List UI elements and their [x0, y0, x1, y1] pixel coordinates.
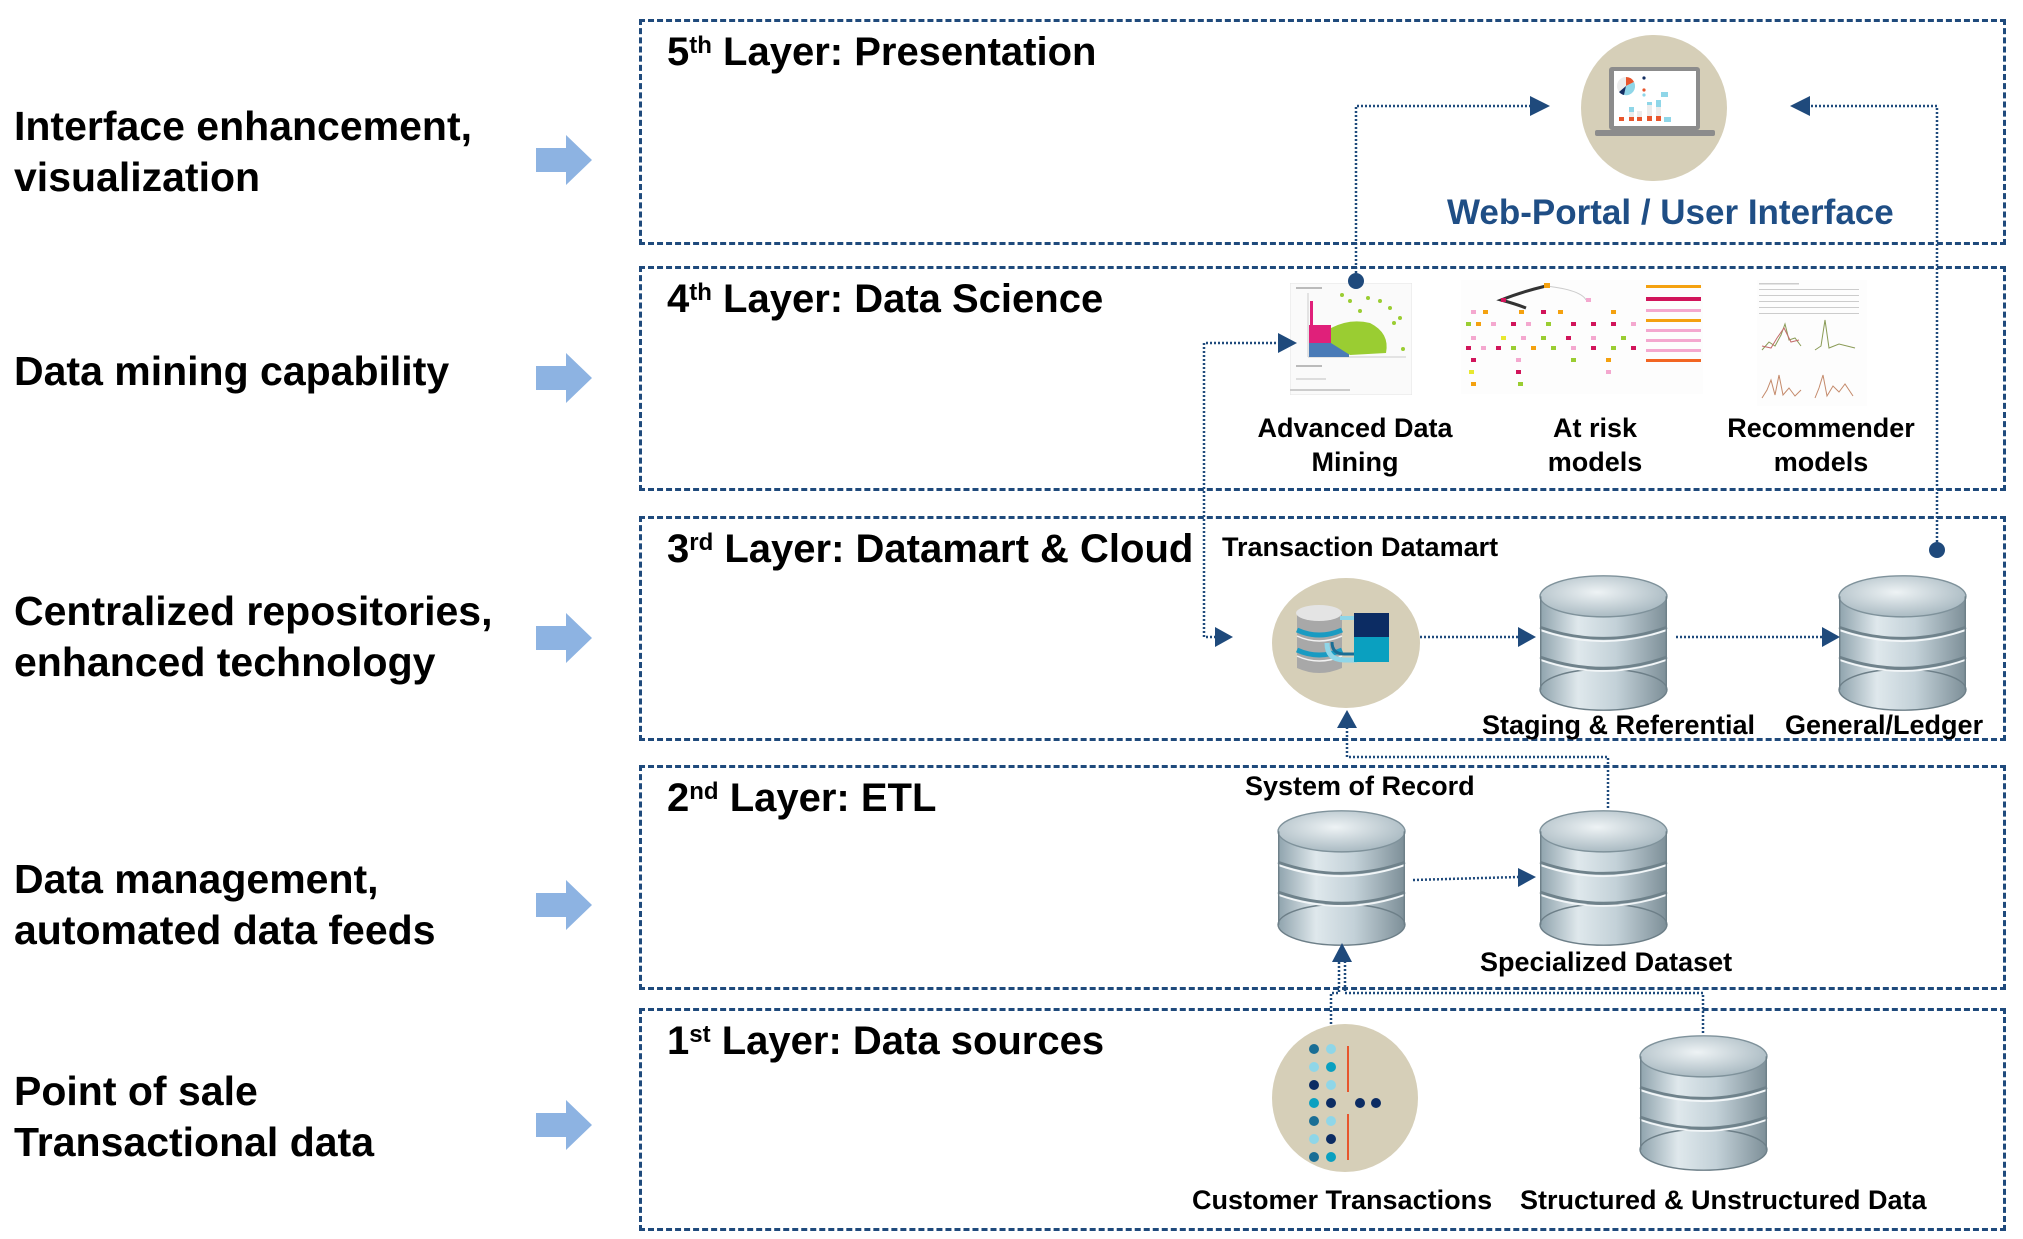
customer-transactions-icon	[1272, 1024, 1418, 1172]
web-portal-label: Web-Portal / User Interface	[1447, 193, 1894, 232]
label-line: Mining	[1311, 447, 1399, 477]
staging-referential-database-icon	[1532, 573, 1675, 713]
label-point-of-sale: Point of sale Transactional data	[14, 1066, 374, 1168]
label-data-mining: Data mining capability	[14, 346, 449, 397]
label-line: Centralized repositories,	[14, 588, 493, 634]
label-line: At risk	[1552, 413, 1638, 443]
staging-referential-label: Staging & Referential	[1482, 710, 1756, 740]
label-interface-enhancement: Interface enhancement, visualization	[14, 101, 472, 203]
layer-3-datamart-cloud: 3rd Layer: Datamart & Cloud	[639, 516, 2006, 741]
at-risk-models-label: At risk models	[1500, 411, 1690, 479]
label-line: Transactional data	[14, 1119, 375, 1165]
system-of-record-database-icon	[1270, 808, 1413, 948]
label-line: Data management,	[14, 856, 379, 902]
label-centralized-repositories: Centralized repositories, enhanced techn…	[14, 586, 492, 688]
label-line: Recommender	[1727, 413, 1915, 443]
customer-transactions-label: Customer Transactions	[1192, 1185, 1493, 1215]
structured-unstructured-database-icon	[1632, 1033, 1775, 1173]
laptop-dashboard-icon	[1581, 35, 1727, 181]
general-ledger-database-icon	[1831, 573, 1974, 713]
layer-title: 3rd Layer: Datamart & Cloud	[667, 527, 1194, 571]
layer-title: 1st Layer: Data sources	[667, 1019, 1105, 1063]
layer-title: 4th Layer: Data Science	[667, 277, 1104, 321]
right-arrow-icon	[536, 1100, 592, 1150]
label-line: Data mining capability	[14, 348, 450, 394]
specialized-dataset-database-icon	[1532, 808, 1675, 948]
layer-2-etl: 2nd Layer: ETL	[639, 765, 2006, 990]
label-line: Point of sale	[14, 1068, 258, 1114]
label-line: Advanced Data	[1257, 413, 1453, 443]
specialized-dataset-label: Specialized Dataset	[1480, 947, 1733, 977]
recommender-charts-thumbnail-icon	[1757, 280, 1867, 406]
layer-title: 5th Layer: Presentation	[667, 30, 1097, 74]
right-arrow-icon	[536, 135, 592, 185]
label-line: models	[1547, 447, 1643, 477]
label-line: automated data feeds	[14, 907, 436, 953]
layer-1-data-sources: 1st Layer: Data sources	[639, 1008, 2006, 1231]
scatter-plot-thumbnail-icon	[1290, 283, 1412, 395]
label-line: Interface enhancement,	[14, 103, 472, 149]
label-data-management: Data management, automated data feeds	[14, 854, 436, 956]
general-ledger-label: General/Ledger	[1785, 710, 1984, 740]
right-arrow-icon	[536, 613, 592, 663]
transaction-datamart-label: Transaction Datamart	[1222, 532, 1499, 562]
right-arrow-icon	[536, 880, 592, 930]
label-line: enhanced technology	[14, 639, 436, 685]
structured-unstructured-label: Structured & Unstructured Data	[1520, 1185, 1927, 1215]
label-line: models	[1773, 447, 1869, 477]
layer-title: 2nd Layer: ETL	[667, 776, 937, 820]
right-arrow-icon	[536, 353, 592, 403]
recommender-models-label: Recommender models	[1716, 411, 1926, 479]
layer-4-data-science: 4th Layer: Data Science	[639, 266, 2006, 491]
system-of-record-label: System of Record	[1245, 771, 1475, 801]
decision-tree-thumbnail-icon	[1461, 280, 1703, 394]
label-line: visualization	[14, 154, 261, 200]
advanced-data-mining-label: Advanced Data Mining	[1255, 411, 1455, 479]
datamart-icon	[1272, 578, 1420, 708]
layer-5-presentation: 5th Layer: Presentation	[639, 19, 2006, 245]
